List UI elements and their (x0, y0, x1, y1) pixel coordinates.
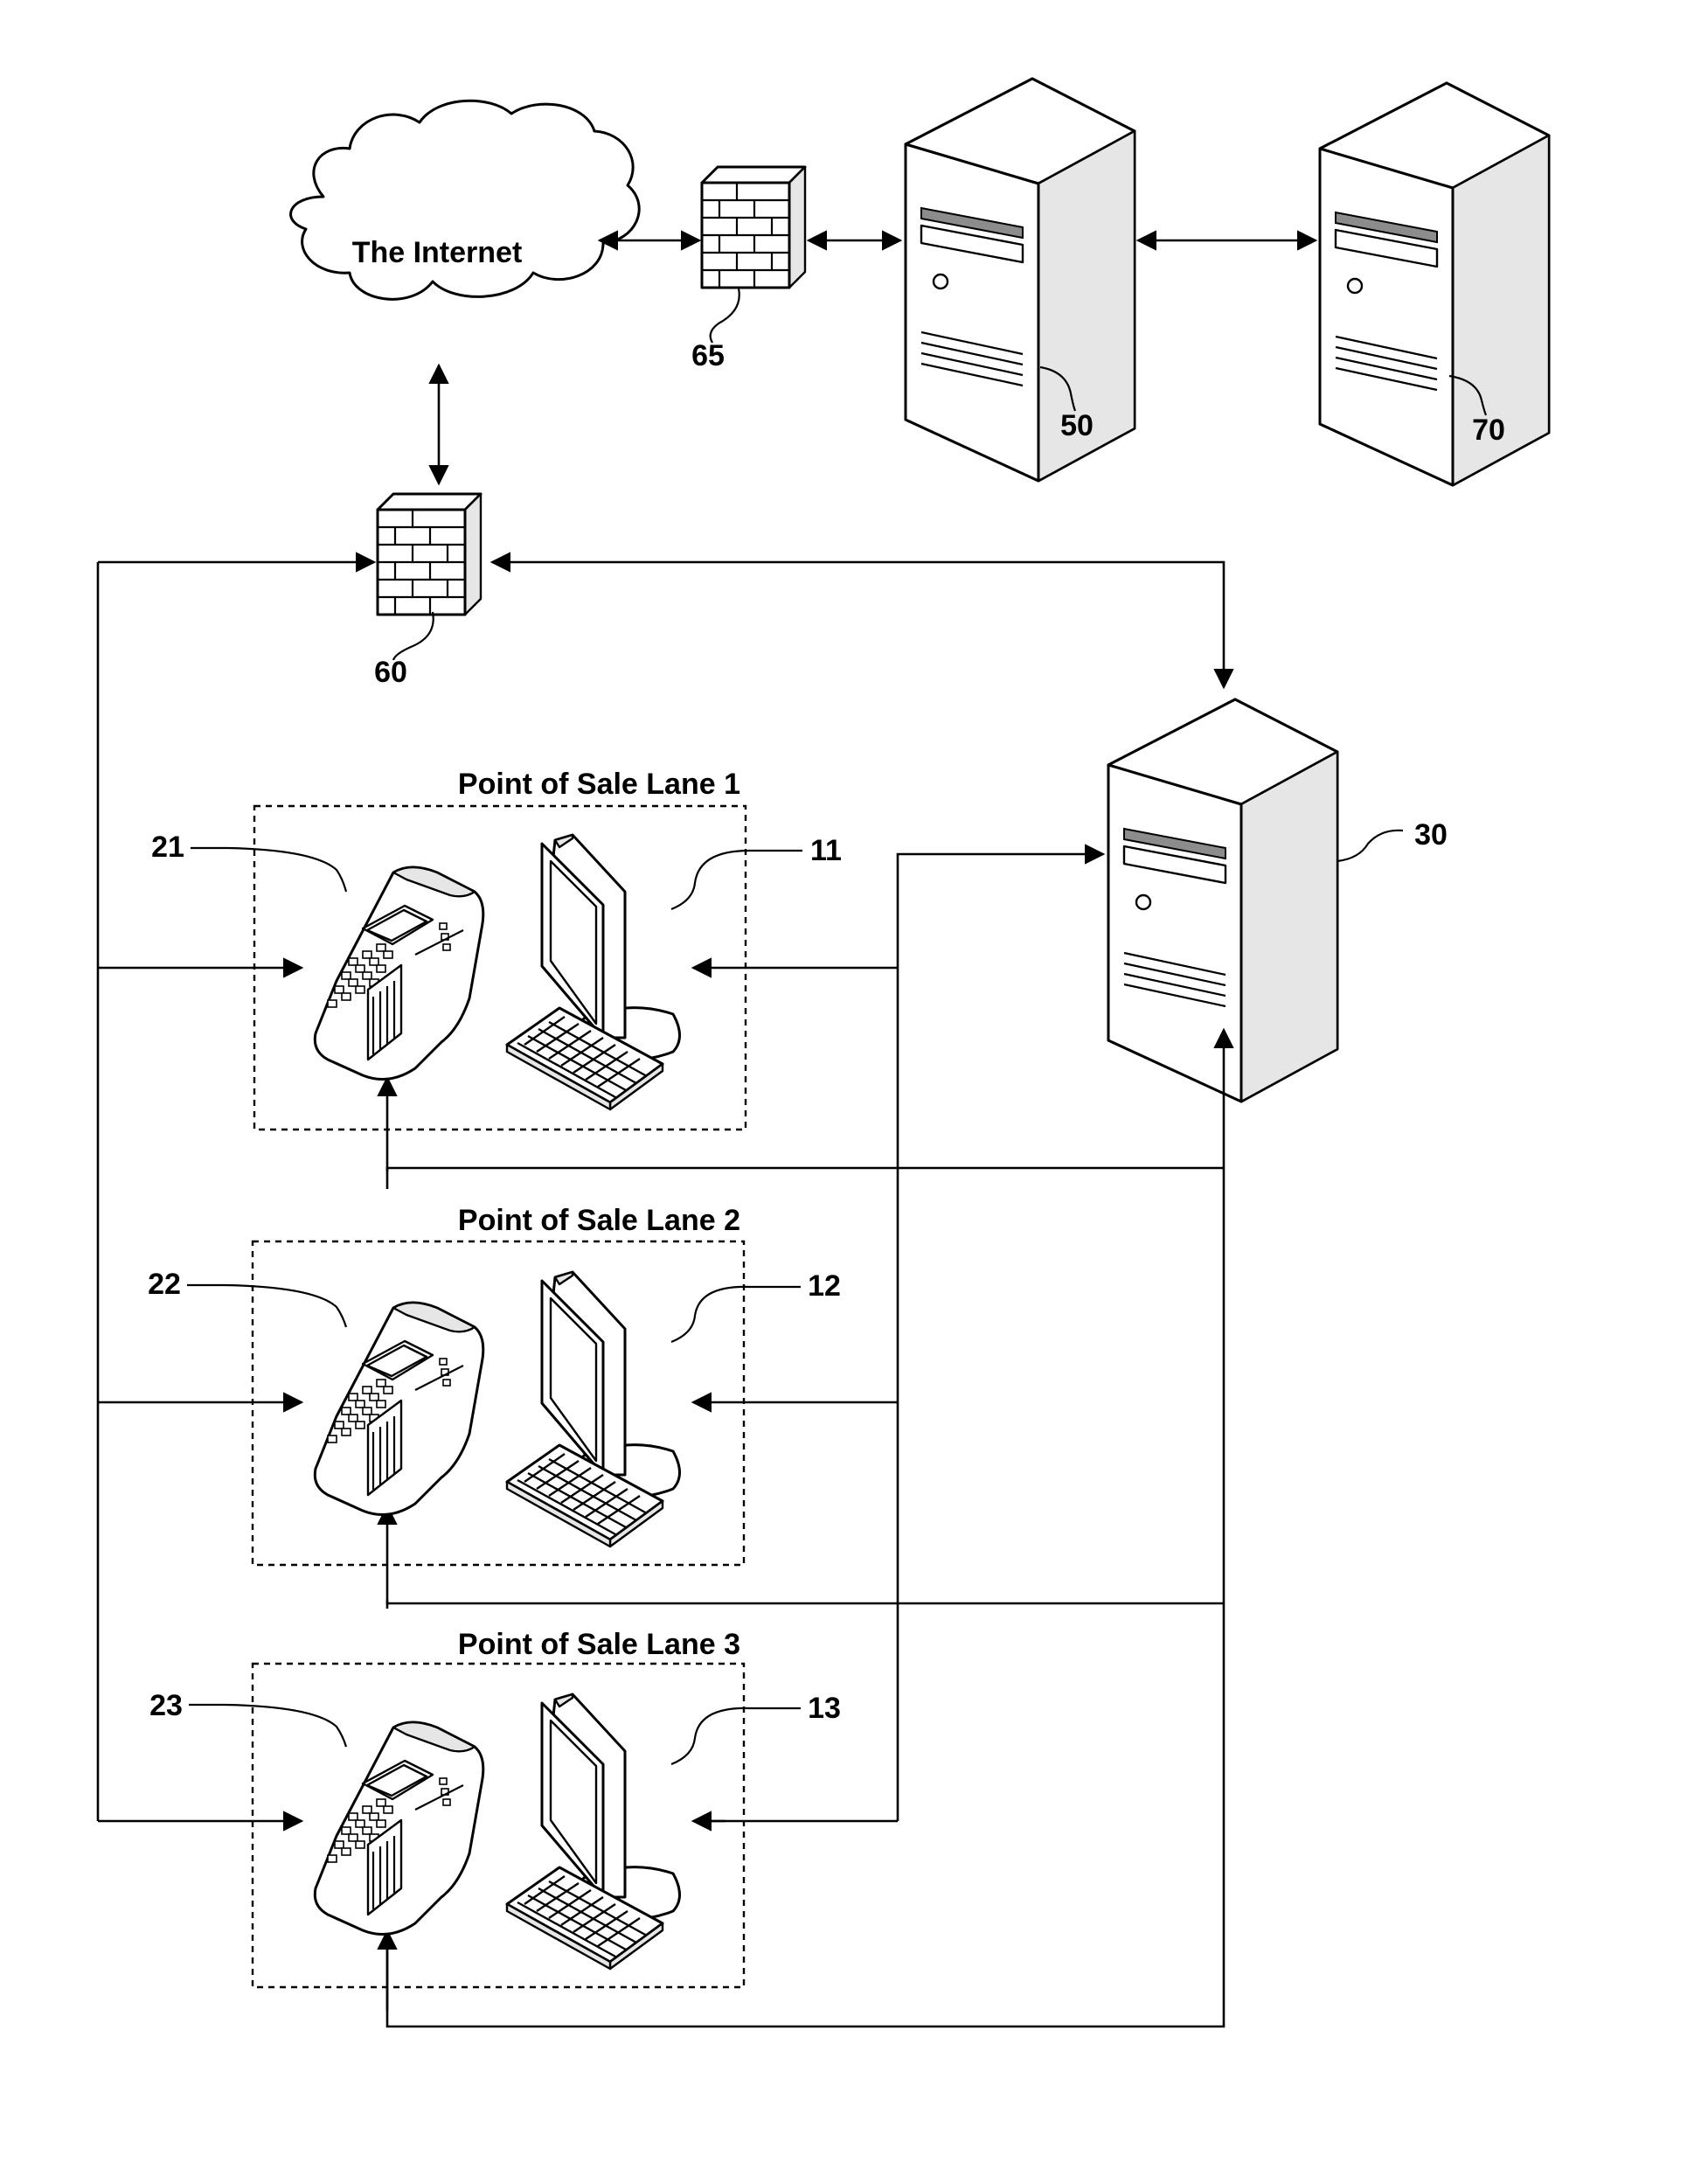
leader-firewall-top (709, 288, 740, 344)
workstation-3-icon (505, 1693, 681, 1971)
workstation-2-icon (505, 1270, 681, 1548)
ref-firewall-top: 65 (691, 339, 725, 372)
firewall-top-icon (700, 165, 807, 289)
ref-firewall-store: 60 (374, 656, 407, 689)
leader-register-1 (670, 849, 802, 911)
leader-terminal-3 (189, 1703, 348, 1748)
server-aux-icon (1318, 81, 1551, 487)
ref-store-server: 30 (1414, 818, 1448, 852)
internet-cloud: The Internet (289, 99, 641, 301)
bus-registers (896, 844, 1106, 1821)
ref-terminal-1: 21 (151, 831, 184, 864)
pos-lane-1: Point of Sale Lane 1 21 11 (151, 768, 842, 1131)
pos-lane-2: Point of Sale Lane 2 22 12 (148, 1204, 841, 1567)
leader-register-2 (670, 1285, 801, 1344)
leader-register-3 (670, 1707, 801, 1766)
pos-lane-3: Point of Sale Lane 3 23 13 (149, 1628, 841, 1989)
lane-3-box (251, 1662, 746, 1989)
leader-firewall-store (392, 611, 434, 661)
ref-server-aux: 70 (1472, 414, 1505, 447)
link-firewall-store-store-server (489, 552, 1234, 690)
lane-1-box (253, 804, 747, 1131)
leader-terminal-2 (187, 1283, 348, 1328)
terminal-1-icon (313, 866, 485, 1081)
link-terminal-1-bottom (385, 1166, 1224, 1171)
terminal-2-icon (313, 1301, 485, 1516)
internet-label: The Internet (352, 236, 523, 269)
ref-server-main: 50 (1060, 409, 1094, 442)
ref-register-2: 12 (808, 1269, 841, 1303)
terminal-3-icon (313, 1721, 485, 1936)
link-terminal-2-bottom (385, 1600, 1224, 1605)
ref-terminal-2: 22 (148, 1268, 181, 1301)
server-main-icon (904, 77, 1136, 483)
lane-2-title: Point of Sale Lane 2 (458, 1204, 740, 1237)
leader-terminal-1 (191, 846, 348, 893)
ref-terminal-3: 23 (149, 1689, 183, 1722)
lane-3-title: Point of Sale Lane 3 (458, 1628, 740, 1661)
lane-2-box (251, 1240, 746, 1567)
lane-1-title: Point of Sale Lane 1 (458, 768, 740, 801)
ref-register-1: 11 (810, 834, 842, 867)
workstation-1-icon (505, 833, 681, 1111)
firewall-store-icon (376, 492, 483, 616)
leader-store-server (1337, 829, 1404, 863)
leader-server-main (1039, 365, 1077, 412)
leader-server-aux (1448, 374, 1488, 416)
bus-store-server-terminals (385, 1027, 1234, 2028)
ref-register-3: 13 (808, 1692, 841, 1725)
